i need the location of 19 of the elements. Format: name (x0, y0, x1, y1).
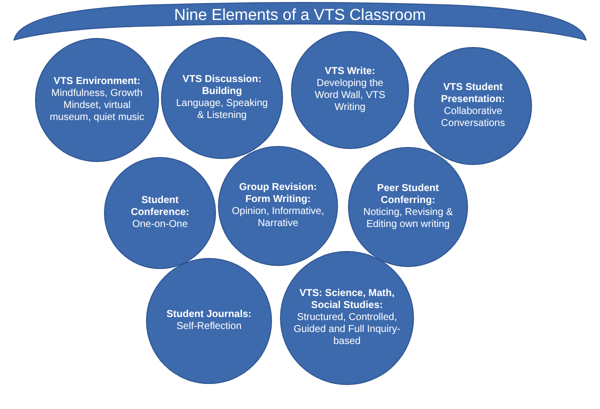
circle-heading: Student Conference: (130, 195, 190, 219)
circle-body: Noticing, Revising & Editing own writing (362, 207, 454, 231)
circle-body: Developing the Word Wall, VTS Writing (314, 78, 386, 114)
circle-body: Self-Reflection (176, 321, 242, 333)
circle-heading: Group Revision: Form Writing: (238, 182, 318, 206)
circle-body: Language, Speaking & Listening (175, 98, 269, 122)
title: Nine Elements of a VTS Classroom (173, 6, 427, 25)
circle-body: Opinion, Informative, Narrative (231, 206, 325, 230)
circle-body: Structured, Controlled, Guided and Full Inquiry-based (293, 312, 401, 348)
circle-heading: Student Journals: (166, 309, 252, 321)
circle-body: One-on-One (132, 219, 188, 231)
circle-body: Mindfulness, Growth Mindset, virtual museum, quiet music (48, 88, 146, 124)
circle-heading: VTS Student Presentation: (440, 82, 506, 106)
circle-body: Collaborative Conversations (440, 106, 506, 130)
circle-heading: VTS Environment: (54, 76, 140, 88)
circle-heading: Peer Student Conferring: (376, 183, 440, 207)
circle-heading: VTS: Science, Math, Social Studies: (298, 288, 396, 312)
circle-heading: VTS Write: (324, 66, 376, 78)
circle-heading: VTS Discussion: Building (182, 74, 262, 98)
